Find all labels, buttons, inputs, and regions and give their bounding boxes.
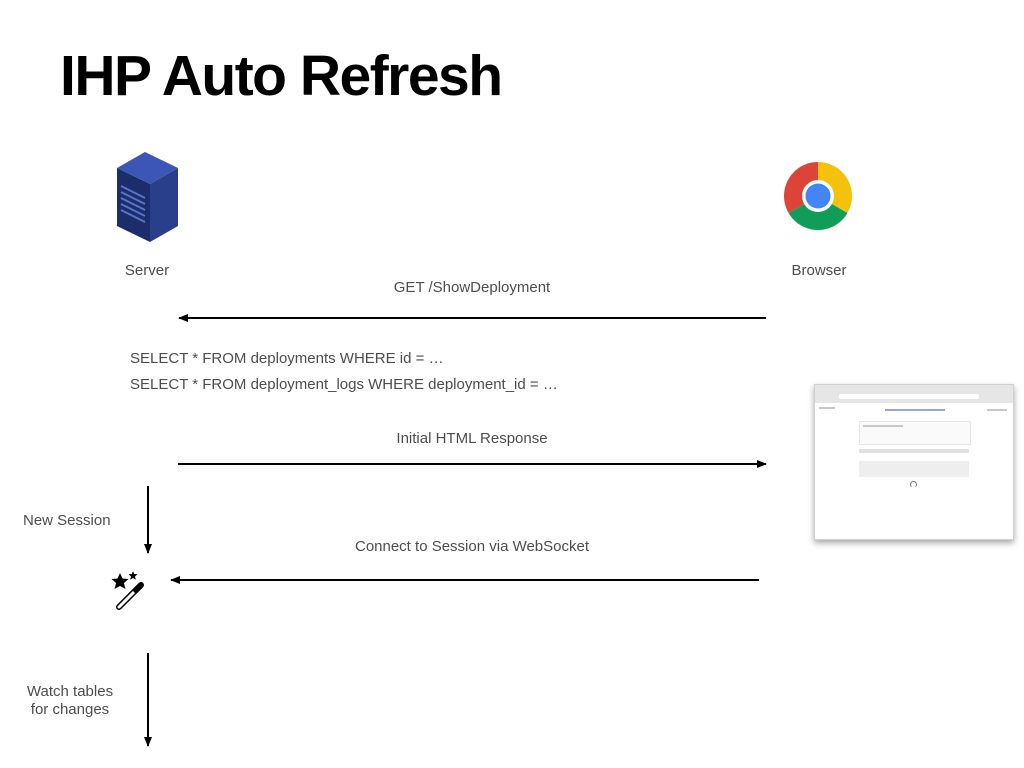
thumbnail-logo xyxy=(819,407,835,409)
browser-label: Browser xyxy=(791,262,847,279)
thumbnail-log-block xyxy=(859,461,969,477)
new-session-label: New Session xyxy=(23,512,111,529)
websocket-label: Connect to Session via WebSocket xyxy=(354,538,590,555)
initial-response-label: Initial HTML Response xyxy=(396,430,548,447)
magic-wand-icon xyxy=(111,571,144,610)
watch-tables-line1: Watch tables xyxy=(26,683,114,700)
chrome-icon xyxy=(784,162,852,230)
thumbnail-url-bar xyxy=(839,394,979,399)
query-deployments: SELECT * FROM deployments WHERE id = … xyxy=(130,350,444,367)
thumbnail-nav xyxy=(885,409,945,411)
get-request-label: GET /ShowDeployment xyxy=(393,279,551,296)
browser-screenshot-thumbnail xyxy=(814,384,1014,540)
server-label: Server xyxy=(124,262,170,279)
thumbnail-card-heading xyxy=(863,425,903,427)
thumbnail-browser-toolbar xyxy=(815,385,1013,403)
thumbnail-account xyxy=(987,409,1007,411)
thumbnail-divider xyxy=(859,449,969,453)
server-icon xyxy=(117,152,178,242)
query-deployment-logs: SELECT * FROM deployment_logs WHERE depl… xyxy=(130,376,558,393)
watch-tables-label: Watch tables for changes xyxy=(14,683,126,719)
page-title: IHP Auto Refresh xyxy=(60,44,503,108)
thumbnail-spinner-icon xyxy=(910,481,917,488)
watch-tables-line2: for changes xyxy=(30,701,110,718)
